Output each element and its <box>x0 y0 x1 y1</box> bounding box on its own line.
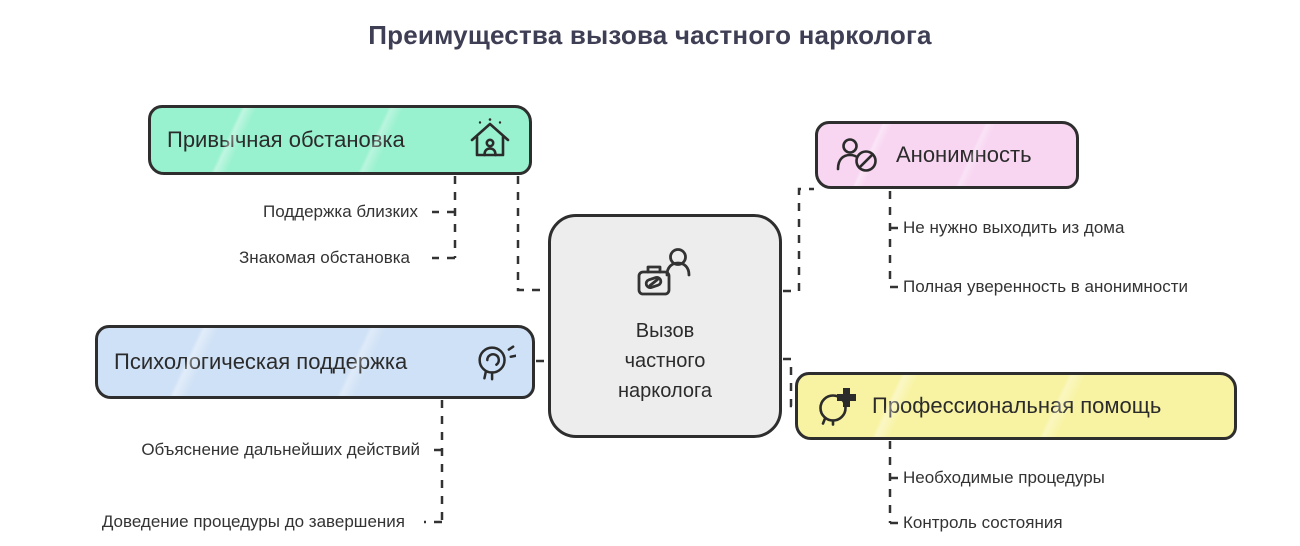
branch-psychological-support: Психологическая поддержка <box>95 325 535 399</box>
medical-cross-icon <box>814 384 858 428</box>
doctor-briefcase-icon <box>631 246 699 306</box>
branch-home-environment: Привычная обстановка <box>148 105 532 175</box>
connector-anon-leaves <box>888 191 901 289</box>
leaf-item: Контроль состояния <box>903 513 1063 532</box>
connector-center-anon <box>783 187 814 293</box>
branch-psych-label: Психологическая поддержка <box>114 349 408 374</box>
center-node-label: Вызов частного нарколога <box>618 316 712 406</box>
leaf-item: Доведение процедуры до завершения <box>101 512 405 531</box>
page-title: Преимущества вызова частного нарколога <box>368 20 932 50</box>
center-label-line-3: нарколога <box>618 380 712 402</box>
leaf-item: Поддержка близких <box>262 202 418 221</box>
connector-home-center <box>516 176 546 292</box>
branch-professional-help: Профессиональная помощь <box>795 372 1237 440</box>
center-node: Вызов частного нарколога <box>548 214 782 438</box>
connector-home-leaves <box>432 176 457 260</box>
branch-home-label: Привычная обстановка <box>167 127 405 152</box>
connector-pro-leaves <box>888 441 901 525</box>
center-label-line-2: частного <box>624 350 706 372</box>
home-icon <box>467 117 513 163</box>
leaf-item: Объяснение дальнейших действий <box>141 440 420 459</box>
leaf-item: Необходимые процедуры <box>903 468 1105 487</box>
anonymity-icon <box>834 135 882 175</box>
branch-anonymity: Анонимность <box>815 121 1079 189</box>
branch-anon-label: Анонимность <box>896 142 1032 167</box>
connector-psych-leaves <box>424 400 444 524</box>
leaf-item: Не нужно выходить из дома <box>903 218 1125 237</box>
leaf-item: Знакомая обстановка <box>239 248 410 267</box>
branch-pro-label: Профессиональная помощь <box>872 393 1162 418</box>
leaf-item: Полная уверенность в анонимности <box>903 277 1189 296</box>
center-label-line-1: Вызов <box>635 320 695 342</box>
psychology-icon <box>472 340 516 384</box>
connector-center-pro <box>783 357 794 408</box>
